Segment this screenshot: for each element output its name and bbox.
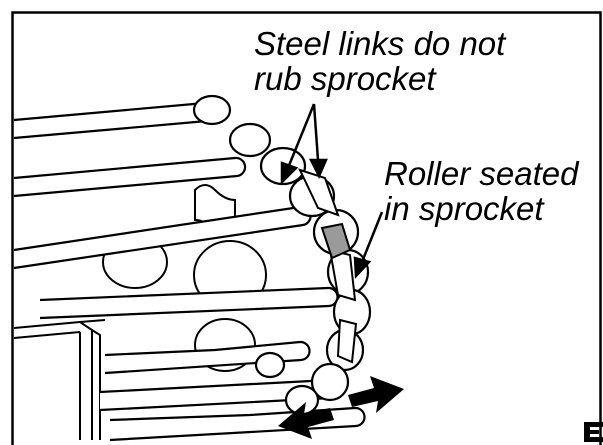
frame-rails (13, 319, 106, 440)
sprocket-tooth-shaded (320, 222, 352, 260)
callout-steel-links: Steel links do not rub sprocket (254, 26, 505, 96)
movement-arrows (278, 376, 404, 439)
callout-roller-seated: Roller seated in sprocket (384, 156, 578, 226)
inner-sprockets (102, 184, 267, 372)
callout-steel-links-line2: rub sprocket (254, 60, 436, 97)
callout-steel-links-line1: Steel links do not (254, 25, 506, 62)
arrow-down-left (278, 402, 334, 439)
figure-frame (11, 11, 602, 445)
corner-logo-mark (584, 422, 603, 442)
arrow-up-right (348, 376, 404, 413)
callout-roller-seated-line2: in sprocket (384, 190, 544, 227)
roller-seated-leader (353, 211, 384, 280)
steel-links-leaders (280, 103, 328, 186)
callout-roller-seated-line1: Roller seated (384, 155, 579, 192)
